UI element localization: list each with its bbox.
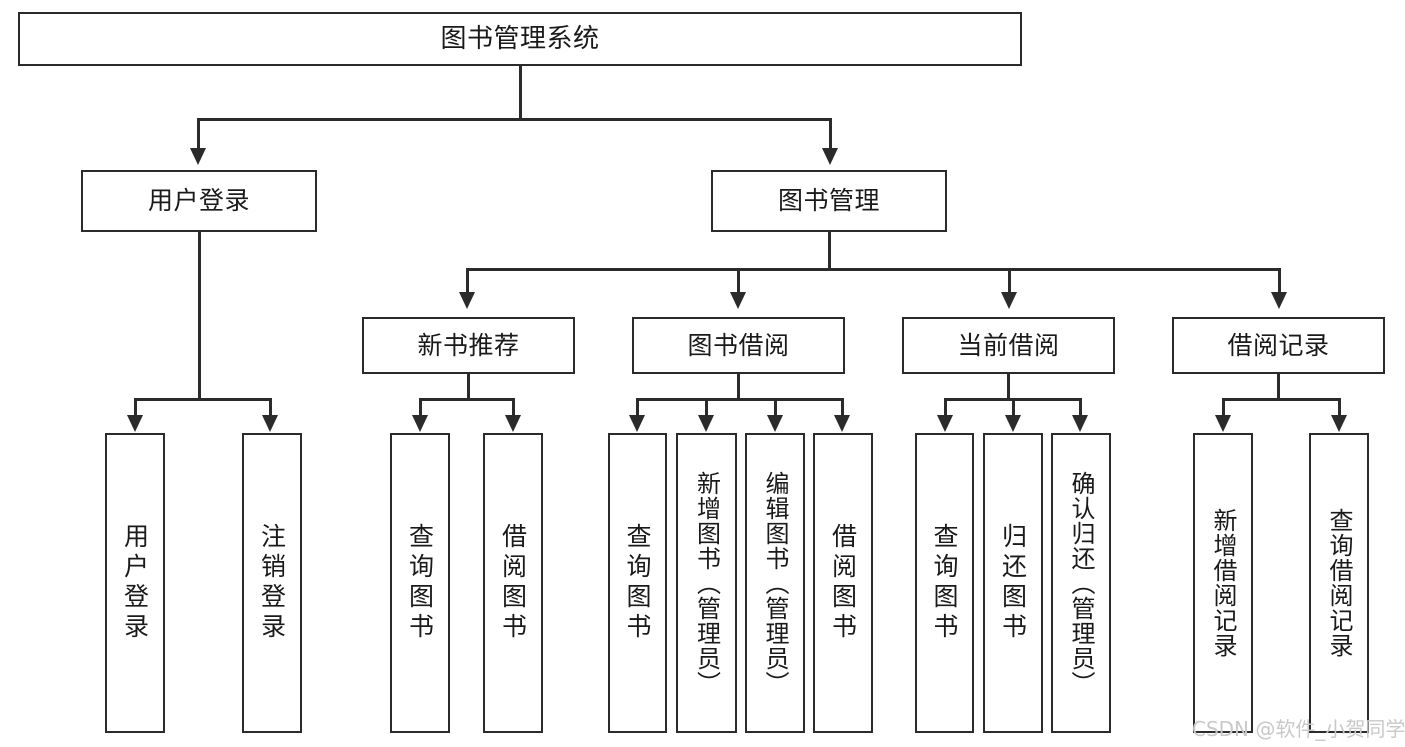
leaf-br-query-record[interactable]: 查询借阅记录 — [1309, 433, 1369, 733]
arrowhead-current-borrow — [1001, 292, 1017, 309]
node-label: 图书借阅 — [687, 330, 790, 360]
node-label: 当前借阅 — [957, 330, 1060, 360]
connector-br-leaf-2 — [1338, 398, 1341, 420]
connector-new-book-bus — [419, 398, 514, 401]
arrowhead-nb-leaf-2 — [505, 415, 521, 432]
arrowhead-bb-leaf-2 — [698, 415, 714, 432]
connector-bb-leaf-4 — [841, 398, 844, 420]
leaf-bb-edit-book-admin[interactable]: 编辑图书（管理员） — [745, 433, 805, 733]
arrowhead-bb-leaf-4 — [834, 415, 850, 432]
arrowhead-bb-leaf-1 — [629, 415, 645, 432]
connector-user-login-stem — [198, 232, 201, 400]
arrowhead-leaf-user-login — [127, 415, 143, 432]
node-label: 注销登录 — [257, 523, 287, 643]
node-label: 新增图书（管理员） — [692, 470, 721, 696]
node-label: 确认归还（管理员） — [1067, 470, 1095, 696]
connector-cb-leaf-3 — [1079, 398, 1082, 420]
connector-cb-leaf-1 — [944, 398, 947, 420]
connector-user-login-to-leaf-1 — [134, 398, 137, 420]
node-label: 借阅记录 — [1227, 330, 1330, 360]
node-root-library-system[interactable]: 图书管理系统 — [18, 12, 1022, 66]
connector-bb-leaf-1 — [636, 398, 639, 420]
node-borrow-record[interactable]: 借阅记录 — [1172, 317, 1385, 374]
connector-cb-leaf-2 — [1012, 398, 1015, 420]
connector-br-leaf-1 — [1222, 398, 1225, 420]
leaf-bb-add-book-admin[interactable]: 新增图书（管理员） — [676, 433, 737, 733]
node-label: 查询借阅记录 — [1325, 508, 1353, 658]
arrowhead-user-login — [190, 148, 206, 165]
connector-root-bus — [197, 118, 832, 121]
connector-level3-bus — [466, 268, 1280, 271]
arrowhead-leaf-logout — [262, 415, 278, 432]
node-book-management[interactable]: 图书管理 — [711, 170, 947, 232]
connector-current-borrow-stem — [1007, 374, 1010, 400]
node-book-borrow[interactable]: 图书借阅 — [632, 317, 845, 374]
node-label: 图书管理系统 — [440, 23, 600, 54]
node-label: 图书管理 — [777, 186, 880, 216]
connector-book-manage-stem — [828, 232, 831, 270]
node-user-login[interactable]: 用户登录 — [81, 170, 317, 232]
leaf-bb-borrow-book[interactable]: 借阅图书 — [813, 433, 873, 733]
connector-new-book-stem — [467, 374, 470, 400]
leaf-user-login[interactable]: 用户登录 — [105, 433, 165, 733]
leaf-nb-query-book[interactable]: 查询图书 — [390, 433, 450, 733]
leaf-cb-confirm-return-admin[interactable]: 确认归还（管理员） — [1051, 433, 1111, 733]
node-label: 查询图书 — [930, 523, 959, 643]
connector-bb-leaf-3 — [774, 398, 777, 420]
connector-user-login-bus — [134, 398, 271, 401]
connector-to-book-borrow — [737, 268, 740, 295]
connector-new-book-leaf-2 — [512, 398, 515, 420]
csdn-watermark: CSDN @软件_小贺同学 — [1192, 717, 1405, 741]
node-label: 新书推荐 — [417, 330, 520, 360]
connector-to-new-book — [466, 268, 469, 295]
arrowhead-new-book — [459, 292, 475, 309]
connector-root-stem — [519, 66, 522, 119]
connector-to-borrow-record — [1278, 268, 1281, 295]
arrowhead-nb-leaf-1 — [412, 415, 428, 432]
connector-borrow-record-bus — [1222, 398, 1340, 401]
leaf-bb-query-book[interactable]: 查询图书 — [608, 433, 667, 733]
connector-bb-leaf-2 — [705, 398, 708, 420]
node-new-book-recommend[interactable]: 新书推荐 — [362, 317, 575, 374]
arrowhead-cb-leaf-2 — [1005, 415, 1021, 432]
node-label: 查询图书 — [405, 523, 435, 643]
leaf-logout[interactable]: 注销登录 — [242, 433, 302, 733]
connector-book-borrow-stem — [737, 374, 740, 400]
leaf-cb-return-book[interactable]: 归还图书 — [983, 433, 1043, 733]
node-label: 用户登录 — [120, 523, 150, 643]
node-label: 新增借阅记录 — [1209, 508, 1237, 658]
arrowhead-cb-leaf-3 — [1072, 415, 1088, 432]
node-label: 编辑图书（管理员） — [761, 470, 789, 696]
node-current-borrow[interactable]: 当前借阅 — [902, 317, 1115, 374]
node-label: 借阅图书 — [828, 523, 858, 643]
arrowhead-book-borrow — [730, 292, 746, 309]
arrowhead-borrow-record — [1271, 292, 1287, 309]
leaf-cb-query-book[interactable]: 查询图书 — [915, 433, 974, 733]
arrowhead-bb-leaf-3 — [767, 415, 783, 432]
leaf-br-add-record[interactable]: 新增借阅记录 — [1193, 433, 1253, 733]
arrowhead-cb-leaf-1 — [937, 415, 953, 432]
connector-borrow-record-stem — [1277, 374, 1280, 400]
arrowhead-br-leaf-1 — [1215, 415, 1231, 432]
arrowhead-br-leaf-2 — [1331, 415, 1347, 432]
node-label: 用户登录 — [147, 186, 250, 216]
connector-root-to-user-login — [197, 118, 200, 150]
leaf-nb-borrow-book[interactable]: 借阅图书 — [483, 433, 543, 733]
connector-user-login-to-leaf-2 — [269, 398, 272, 420]
node-label: 借阅图书 — [498, 523, 528, 643]
node-label: 查询图书 — [623, 523, 652, 643]
connector-to-current-borrow — [1008, 268, 1011, 295]
arrowhead-book-manage — [822, 148, 838, 165]
connector-book-borrow-bus — [636, 398, 843, 401]
connector-new-book-leaf-1 — [419, 398, 422, 420]
connector-root-to-book-manage — [829, 118, 832, 150]
node-label: 归还图书 — [998, 523, 1028, 643]
